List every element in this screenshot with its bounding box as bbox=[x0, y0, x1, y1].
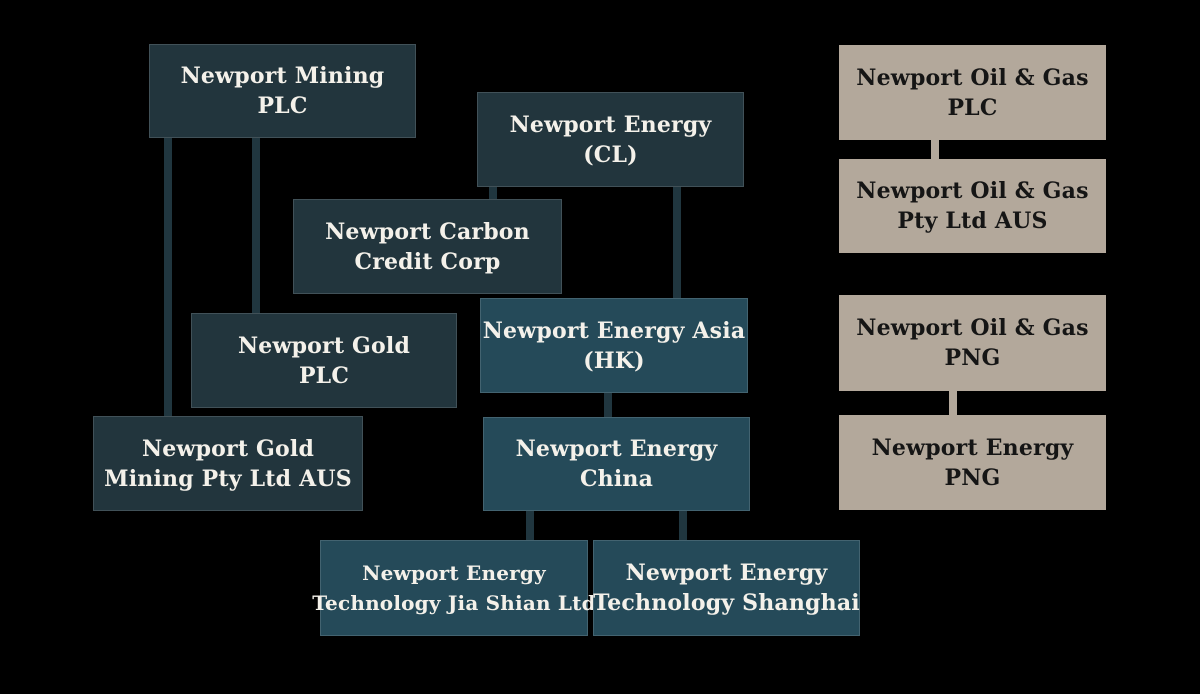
node-label-line2: (HK) bbox=[583, 347, 645, 374]
node-label-line2: Pty Ltd AUS bbox=[897, 208, 1048, 234]
org-node-newport-oil-gas-pty-ltd-aus: Newport Oil & Gas Pty Ltd AUS bbox=[839, 159, 1106, 253]
node-label-line1: Newport Energy bbox=[509, 111, 712, 138]
connector-energy-china-to-jia-shian bbox=[526, 511, 534, 540]
org-node-newport-energy-technology-jia-shian-ltd: Newport Energy Technology Jia Shian Ltd bbox=[312, 540, 596, 636]
org-node-newport-energy-technology-shanghai: Newport Energy Technology Shanghai bbox=[593, 540, 860, 636]
node-label-line2: PNG bbox=[944, 464, 1001, 491]
node-label-line2: (CL) bbox=[583, 141, 638, 168]
node-label-line1: Newport Gold bbox=[141, 435, 315, 462]
connector-energy-china-to-shanghai bbox=[679, 511, 687, 540]
node-label-line1: Newport Energy bbox=[362, 561, 546, 585]
org-node-newport-energy-china: Newport Energy China bbox=[483, 417, 750, 511]
node-label-line2: Credit Corp bbox=[354, 248, 501, 275]
connector-energy-cl-to-energy-asia bbox=[673, 187, 681, 298]
org-node-newport-energy-png: Newport Energy PNG bbox=[839, 415, 1106, 510]
node-label-line2: Technology Shanghai bbox=[593, 590, 860, 616]
connector-oilgas-png-to-energy-png bbox=[949, 391, 957, 415]
node-label-line1: Newport Oil & Gas bbox=[856, 178, 1089, 204]
node-label-line1: Newport Carbon bbox=[325, 218, 530, 245]
org-node-newport-oil-gas-plc: Newport Oil & Gas PLC bbox=[839, 45, 1106, 140]
node-label-line1: Newport Gold bbox=[237, 332, 411, 359]
org-node-newport-gold-plc: Newport Gold PLC bbox=[191, 313, 457, 408]
connector-energy-asia-to-energy-china bbox=[604, 393, 612, 417]
connector-mining-plc-to-gold-plc bbox=[252, 138, 260, 313]
node-label-line1: Newport Oil & Gas bbox=[856, 315, 1089, 341]
node-label-line1: Newport Mining bbox=[180, 63, 385, 89]
org-node-newport-energy-asia-hk: Newport Energy Asia (HK) bbox=[480, 298, 748, 393]
node-label-line2: China bbox=[579, 466, 654, 492]
org-node-newport-mining-plc: Newport Mining PLC bbox=[149, 44, 416, 138]
node-label-line2: Technology Jia Shian Ltd bbox=[312, 591, 596, 615]
node-label-line2: Mining Pty Ltd AUS bbox=[104, 465, 352, 492]
node-label-line1: Newport Energy bbox=[871, 434, 1074, 461]
org-node-newport-energy-cl: Newport Energy (CL) bbox=[477, 92, 744, 187]
node-label-line2: PLC bbox=[947, 94, 998, 121]
node-label-line1: Newport Energy bbox=[515, 436, 718, 462]
connector-mining-plc-to-gold-mining-aus bbox=[164, 138, 172, 416]
org-node-newport-carbon-credit-corp: Newport Carbon Credit Corp bbox=[293, 199, 562, 294]
node-label-line2: PLC bbox=[298, 362, 350, 389]
connector-energy-cl-to-carbon-credit bbox=[489, 187, 497, 201]
connector-oilgas-plc-to-oilgas-aus bbox=[931, 140, 939, 159]
org-node-newport-gold-mining-pty-ltd-aus: Newport Gold Mining Pty Ltd AUS bbox=[93, 416, 363, 511]
node-label-line1: Newport Energy bbox=[625, 560, 828, 586]
node-label-line1: Newport Oil & Gas bbox=[856, 64, 1089, 91]
node-label-line2: PNG bbox=[944, 345, 1001, 371]
node-label-line2: PLC bbox=[257, 93, 308, 119]
node-label-line1: Newport Energy Asia bbox=[482, 317, 746, 344]
org-node-newport-oil-gas-png: Newport Oil & Gas PNG bbox=[839, 295, 1106, 391]
